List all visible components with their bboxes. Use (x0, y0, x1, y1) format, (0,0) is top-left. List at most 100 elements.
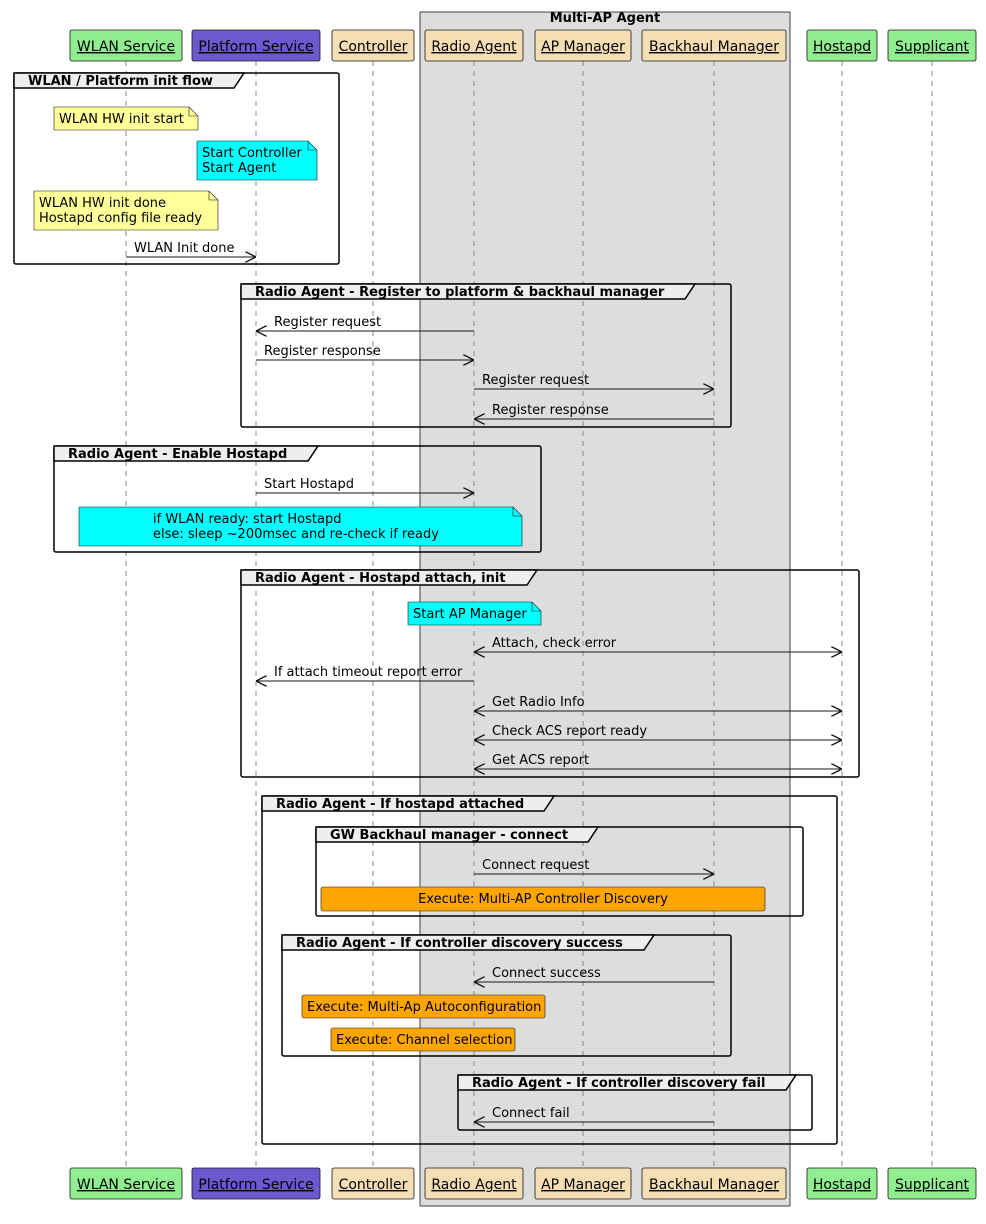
note: Execute: Multi-Ap Autoconfiguration (301, 994, 546, 1019)
note-box (301, 994, 546, 1019)
participant-box (69, 29, 183, 62)
message-label: Get ACS report (492, 753, 589, 768)
participant-box (69, 1167, 183, 1200)
participant-label: WLAN Service (77, 1177, 175, 1193)
participant-box (641, 1167, 787, 1200)
participant-supplicant-top[interactable]: Supplicant (887, 29, 977, 62)
participant-label: AP Manager (541, 39, 625, 55)
note-box (407, 601, 542, 626)
note: Start AP Manager (407, 601, 542, 626)
participant-wlan-top[interactable]: WLAN Service (69, 29, 183, 62)
note-line: WLAN HW init done (39, 196, 166, 211)
fragment-title: Radio Agent - If hostapd attached (276, 797, 524, 812)
participant-platform-bottom[interactable]: Platform Service (191, 1167, 321, 1200)
note-corner (307, 141, 317, 151)
note-line: Execute: Multi-AP Controller Discovery (418, 892, 668, 907)
participant-label: Hostapd (813, 1177, 871, 1193)
note-line: Start Agent (202, 161, 276, 176)
note-box (196, 140, 318, 181)
fragment-tab (53, 445, 320, 462)
note-corner (531, 602, 541, 612)
fragment-title: Radio Agent - If controller discovery fa… (472, 1076, 765, 1091)
participant-label: Controller (339, 39, 408, 55)
fragment-frame: GW Backhaul manager - connect (315, 826, 804, 917)
fragment-tab (240, 283, 697, 300)
participant-label: Supplicant (895, 1177, 969, 1193)
participant-supplicant-bottom[interactable]: Supplicant (887, 1167, 977, 1200)
note-box (330, 1027, 516, 1052)
participant-label: Backhaul Manager (649, 1177, 779, 1193)
participant-box (641, 29, 787, 62)
participant-controller-top[interactable]: Controller (331, 29, 415, 62)
fragment-frame: Radio Agent - Register to platform & bac… (240, 283, 732, 428)
message: Attach, check error (474, 636, 842, 652)
participant-hostapd-bottom[interactable]: Hostapd (806, 1167, 878, 1200)
participant-label: Radio Agent (431, 1177, 517, 1193)
message: Connect fail (474, 1106, 714, 1122)
note-corner (188, 107, 198, 117)
message: Register response (474, 403, 714, 419)
participant-label: Controller (339, 1177, 408, 1193)
participant-box (331, 1167, 415, 1200)
note-line: Start Controller (202, 146, 302, 161)
participant-apm-bottom[interactable]: AP Manager (534, 1167, 632, 1200)
fragment-title: Radio Agent - If controller discovery su… (296, 936, 623, 951)
note-corner (208, 191, 218, 201)
note-box (33, 190, 219, 231)
note-corner (512, 507, 522, 517)
participant-apm-top[interactable]: AP Manager (534, 29, 632, 62)
participant-controller-bottom[interactable]: Controller (331, 1167, 415, 1200)
participant-label: WLAN Service (77, 39, 175, 55)
message-label: Get Radio Info (492, 695, 585, 710)
message-label: Register response (264, 344, 381, 359)
note-line: Start AP Manager (413, 607, 527, 622)
fragment-title: Radio Agent - Enable Hostapd (68, 447, 287, 462)
message-label: If attach timeout report error (274, 665, 463, 680)
message: Check ACS report ready (474, 724, 842, 740)
message-label: WLAN Init done (134, 241, 235, 256)
note-line: WLAN HW init start (59, 112, 184, 127)
participant-label: Platform Service (198, 1177, 313, 1193)
participant-label: AP Manager (541, 1177, 625, 1193)
fragment-title: WLAN / Platform init flow (28, 74, 213, 89)
message-label: Start Hostapd (264, 477, 354, 492)
participant-box (887, 1167, 977, 1200)
note-line: else: sleep ~200msec and re-check if rea… (153, 527, 439, 542)
note: Execute: Multi-AP Controller Discovery (320, 886, 766, 912)
participant-hostapd-top[interactable]: Hostapd (806, 29, 878, 62)
participant-radio-top[interactable]: Radio Agent (424, 29, 524, 62)
message-label: Connect fail (492, 1106, 570, 1121)
participant-backhaul-bottom[interactable]: Backhaul Manager (641, 1167, 787, 1200)
note-box (53, 106, 199, 131)
participant-wlan-bottom[interactable]: WLAN Service (69, 1167, 183, 1200)
fragment-frame: Radio Agent - If controller discovery fa… (457, 1074, 813, 1131)
fragment-frame: Radio Agent - If hostapd attached (261, 795, 838, 1145)
participant-radio-bottom[interactable]: Radio Agent (424, 1167, 524, 1200)
note: Execute: Channel selection (330, 1027, 516, 1052)
multi-ap-agent-box-title: Multi-AP Agent (550, 11, 660, 26)
participant-box (534, 1167, 632, 1200)
message-label: Register request (274, 315, 381, 330)
fragment-title: Radio Agent - Register to platform & bac… (255, 285, 665, 300)
message-label: Check ACS report ready (492, 724, 647, 739)
message: Get ACS report (474, 753, 842, 769)
message: Start Hostapd (256, 477, 474, 493)
participant-backhaul-top[interactable]: Backhaul Manager (641, 29, 787, 62)
participant-box (331, 29, 415, 62)
participant-label: Backhaul Manager (649, 39, 779, 55)
fragment-tab (13, 72, 246, 89)
message-label: Attach, check error (492, 636, 617, 651)
fragment-border (240, 569, 860, 778)
fragment-frame: WLAN / Platform init flow (13, 72, 340, 265)
message: Get Radio Info (474, 695, 842, 711)
participant-label: Radio Agent (431, 39, 517, 55)
fragment-frame: Radio Agent - If controller discovery su… (281, 934, 732, 1057)
participant-box (191, 29, 321, 62)
participant-box (806, 29, 878, 62)
fragment-tab (240, 569, 539, 586)
participant-platform-top[interactable]: Platform Service (191, 29, 321, 62)
message-label: Connect request (482, 858, 589, 873)
